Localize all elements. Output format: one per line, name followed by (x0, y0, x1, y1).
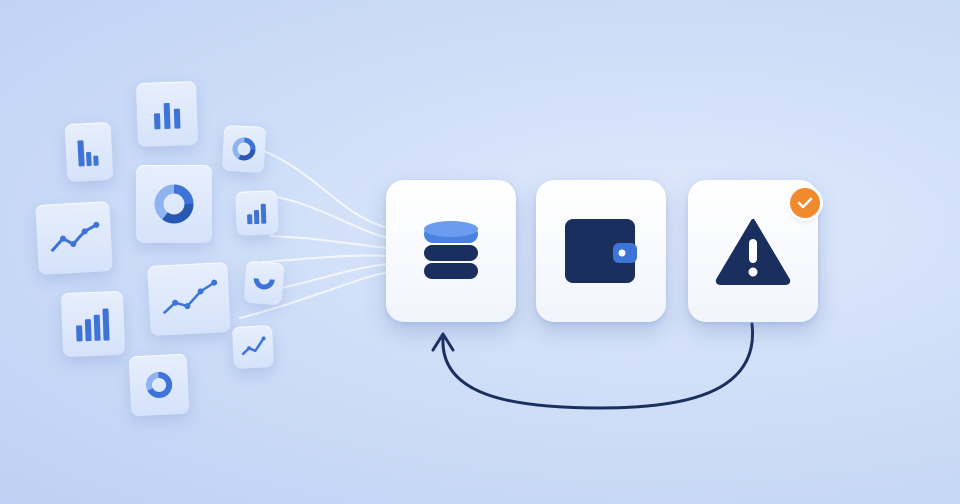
flow-line (261, 254, 389, 263)
donut-chart-icon (154, 184, 194, 224)
line-chart-card (147, 261, 231, 337)
checkmark-icon (797, 197, 813, 209)
line-chart-icon (241, 336, 266, 356)
bar-chart-card (135, 80, 199, 148)
bar-chart-icon (77, 140, 99, 167)
wallet-icon (565, 219, 637, 283)
bar-chart-icon (247, 203, 267, 225)
donut-chart-icon (232, 137, 256, 161)
database-step-tile (386, 180, 516, 322)
check-badge (790, 188, 820, 218)
donut-chart-card (128, 353, 190, 417)
warning-icon (715, 219, 791, 285)
bar-chart-card (235, 190, 279, 236)
line-chart-card (231, 324, 275, 370)
return-arrow (441, 322, 754, 410)
wallet-step-tile (536, 180, 666, 322)
bar-chart-card (64, 121, 114, 183)
bar-chart-icon (154, 102, 181, 130)
flow-line (261, 149, 389, 229)
donut-chart-card (221, 124, 267, 174)
bar-chart-icon (76, 308, 110, 342)
donut-chart-card (243, 260, 285, 306)
donut-chart-card (136, 165, 212, 243)
database-icon (424, 221, 478, 279)
flow-line (271, 195, 389, 239)
alert-step-tile (688, 180, 820, 322)
flow-line (269, 235, 389, 249)
donut-chart-icon (253, 278, 275, 290)
arrow-head-icon (431, 332, 455, 352)
donut-chart-icon (146, 371, 173, 398)
line-chart-card (35, 201, 113, 275)
line-chart-icon (162, 279, 218, 315)
flow-line (239, 271, 389, 319)
flow-line (271, 263, 389, 291)
line-chart-icon (50, 221, 100, 253)
bar-chart-card (60, 290, 126, 358)
